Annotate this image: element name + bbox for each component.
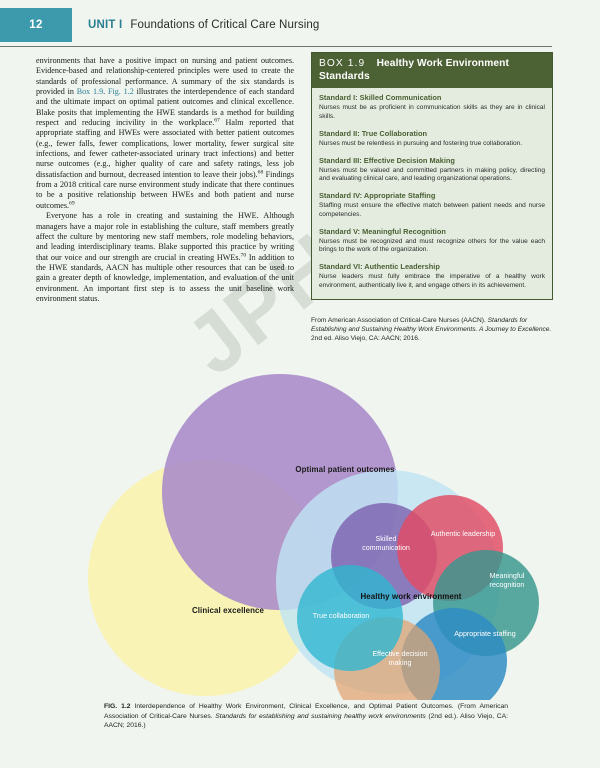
paragraph-1: environments that have a positive impact… (36, 56, 294, 211)
standard-text: Nurses must be as proficient in communic… (319, 104, 545, 120)
standard-text: Nurses must be relentless in pursuing an… (319, 139, 523, 147)
standard-heading: Standard II: True Collaboration (319, 128, 427, 138)
running-title-text: Foundations of Critical Care Nursing (130, 19, 320, 31)
standard-item: Standard VI: Authentic Leadership Nurse … (319, 262, 545, 291)
source-segment-b: 2nd ed. Aliso Viejo, CA: AACN; 2016. (311, 335, 420, 343)
box-title: Healthy Work Environment Standards (319, 58, 509, 82)
figure-caption-segment-a: Interdependence of Healthy Work Environm… (104, 703, 508, 720)
standard-item: Standard IV: Appropriate Staffing Staffi… (319, 191, 545, 220)
xref-box-1-9[interactable]: Box 1.9 (76, 87, 104, 97)
figure-caption-segment-b: (2nd ed.). Aliso Viejo, CA: AACN; 2016.) (104, 712, 508, 730)
unit-label: UNIT I (88, 19, 123, 31)
para1-segment-c: illustrates the interdependence of each … (36, 87, 295, 128)
running-head: UNIT I Foundations of Critical Care Nurs… (88, 8, 319, 42)
circle-true-collaboration (297, 565, 403, 671)
paragraph-2: Everyone has a role in creating and sust… (36, 211, 294, 304)
xref-fig-1-2[interactable]: Fig. 1.2 (107, 87, 134, 97)
figure-1-2: Optimal patient outcomes Clinical excell… (0, 350, 600, 768)
box-header: BOX 1.9 Healthy Work Environment Standar… (312, 53, 552, 89)
venn-inner-circles (297, 495, 539, 700)
source-title-italic: Standards for Establishing and Sustainin… (311, 317, 552, 334)
header-divider (0, 46, 552, 48)
box-1-9: BOX 1.9 Healthy Work Environment Standar… (311, 52, 553, 300)
para2-segment-b: In addition to the HWE standards, AACN h… (36, 252, 294, 303)
para1-segment-b: . (103, 87, 108, 97)
standard-item: Standard III: Effective Decision Making … (319, 156, 545, 185)
box-body: Standard I: Skilled Communication Nurses… (312, 88, 552, 299)
figure-caption-italic-title: Standards for establishing and sustainin… (215, 712, 426, 720)
standard-heading: Standard IV: Appropriate Staffing (319, 191, 436, 201)
standard-text: Nurses must be recognized and must recog… (319, 237, 545, 254)
body-text-column: environments that have a positive impact… (36, 56, 294, 304)
box-header-line: BOX 1.9 Healthy Work Environment Standar… (319, 58, 545, 83)
reference-marker-67: 67 (214, 117, 220, 124)
reference-marker-70: 70 (240, 251, 247, 258)
standard-heading: Standard I: Skilled Communication (319, 93, 442, 103)
standard-item: Standard I: Skilled Communication Nurses… (319, 93, 545, 122)
page-number: 12 (29, 19, 43, 31)
standard-text: Staffing must ensure the effective match… (319, 202, 545, 218)
venn-diagram: Optimal patient outcomes Clinical excell… (58, 360, 542, 700)
para1-segment-a: environments that have a positive impact… (36, 56, 294, 97)
reference-marker-68: 68 (257, 169, 264, 176)
box-source-attribution: From American Association of Critical-Ca… (311, 316, 555, 344)
figure-caption: FIG. 1.2 Interdependence of Healthy Work… (104, 702, 508, 731)
standard-text: Nurse leaders must fully embrace the imp… (319, 273, 545, 290)
reference-marker-69: 69 (69, 200, 75, 207)
para1-segment-e: Findings from a 2018 critical care nurse… (36, 169, 294, 210)
box-number: BOX 1.9 (319, 58, 366, 69)
standard-heading: Standard V: Meaningful Recognition (319, 226, 446, 236)
standard-heading: Standard III: Effective Decision Making (319, 155, 455, 165)
standard-item: Standard II: True Collaboration Nurses m… (319, 129, 545, 149)
page-header: 12 UNIT I Foundations of Critical Care N… (0, 0, 600, 48)
standard-text: Nurses must be valued and committed part… (319, 166, 545, 183)
para2-segment-a: Everyone has a role in creating and sust… (36, 211, 294, 262)
para1-segment-d: Halm reported that appropriate staffing … (36, 118, 294, 179)
standard-heading: Standard VI: Authentic Leadership (319, 262, 440, 272)
folio-accent-block (0, 8, 72, 42)
figure-caption-label: FIG. 1.2 (104, 703, 131, 710)
source-segment-a: From American Association of Critical-Ca… (311, 317, 488, 324)
standard-item: Standard V: Meaningful Recognition Nurse… (319, 227, 545, 256)
